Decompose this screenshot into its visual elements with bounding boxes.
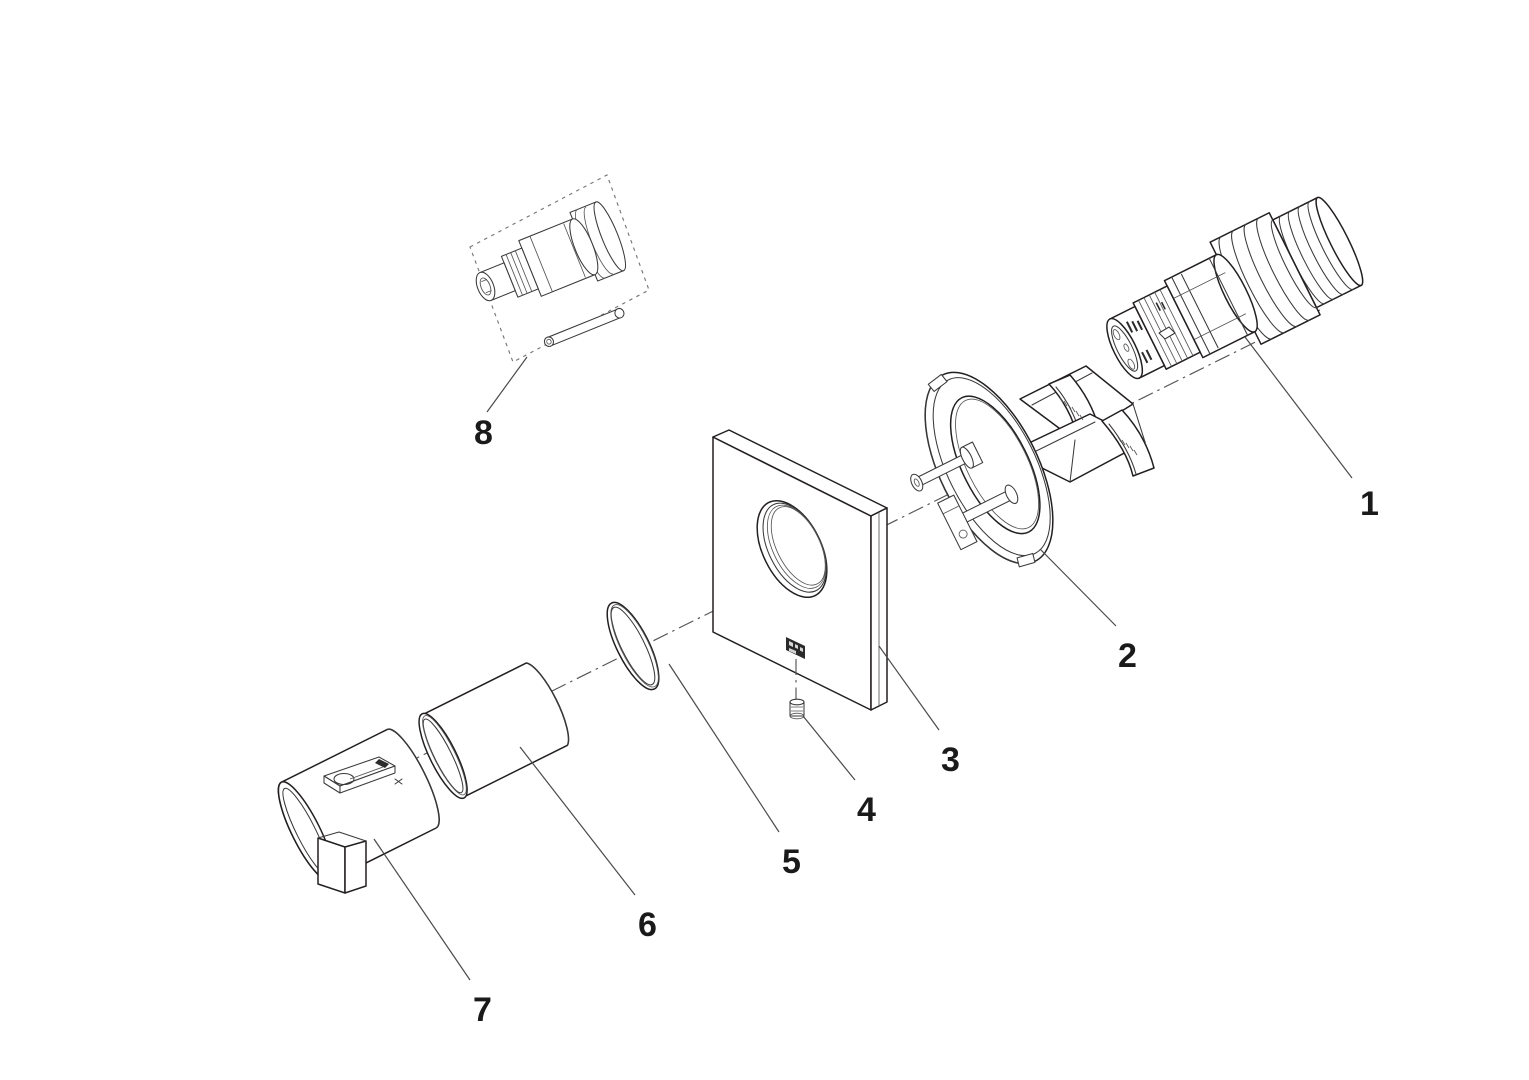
part-thermostatic-cartridge	[1106, 196, 1364, 380]
leader-lines	[373, 336, 1353, 981]
callout-3: 3	[941, 741, 960, 779]
part-handle-sleeve	[418, 662, 570, 800]
callout-5: 5	[782, 843, 801, 881]
part-mounting-bracket	[910, 365, 1155, 568]
bracket-mounting-studs	[910, 441, 1019, 551]
callout-8: 8	[474, 414, 493, 452]
handle-indicator-cap	[323, 756, 396, 794]
part-handle	[277, 728, 440, 894]
part-o-ring	[606, 601, 660, 691]
inset-service-kit	[469, 174, 650, 363]
handle-alignment-mark	[394, 778, 403, 785]
part-escutcheon-plate	[712, 429, 888, 711]
callout-2: 2	[1118, 637, 1137, 675]
bracket-engraving	[1059, 397, 1138, 456]
callout-1: 1	[1360, 485, 1379, 523]
callout-6: 6	[638, 906, 657, 944]
handle-lever-tab	[317, 831, 367, 894]
part-set-screw	[789, 698, 805, 720]
brand-logo-plate	[786, 637, 805, 659]
callout-7: 7	[473, 991, 492, 1029]
callout-4: 4	[857, 791, 876, 829]
escutcheon-bore	[756, 499, 828, 599]
